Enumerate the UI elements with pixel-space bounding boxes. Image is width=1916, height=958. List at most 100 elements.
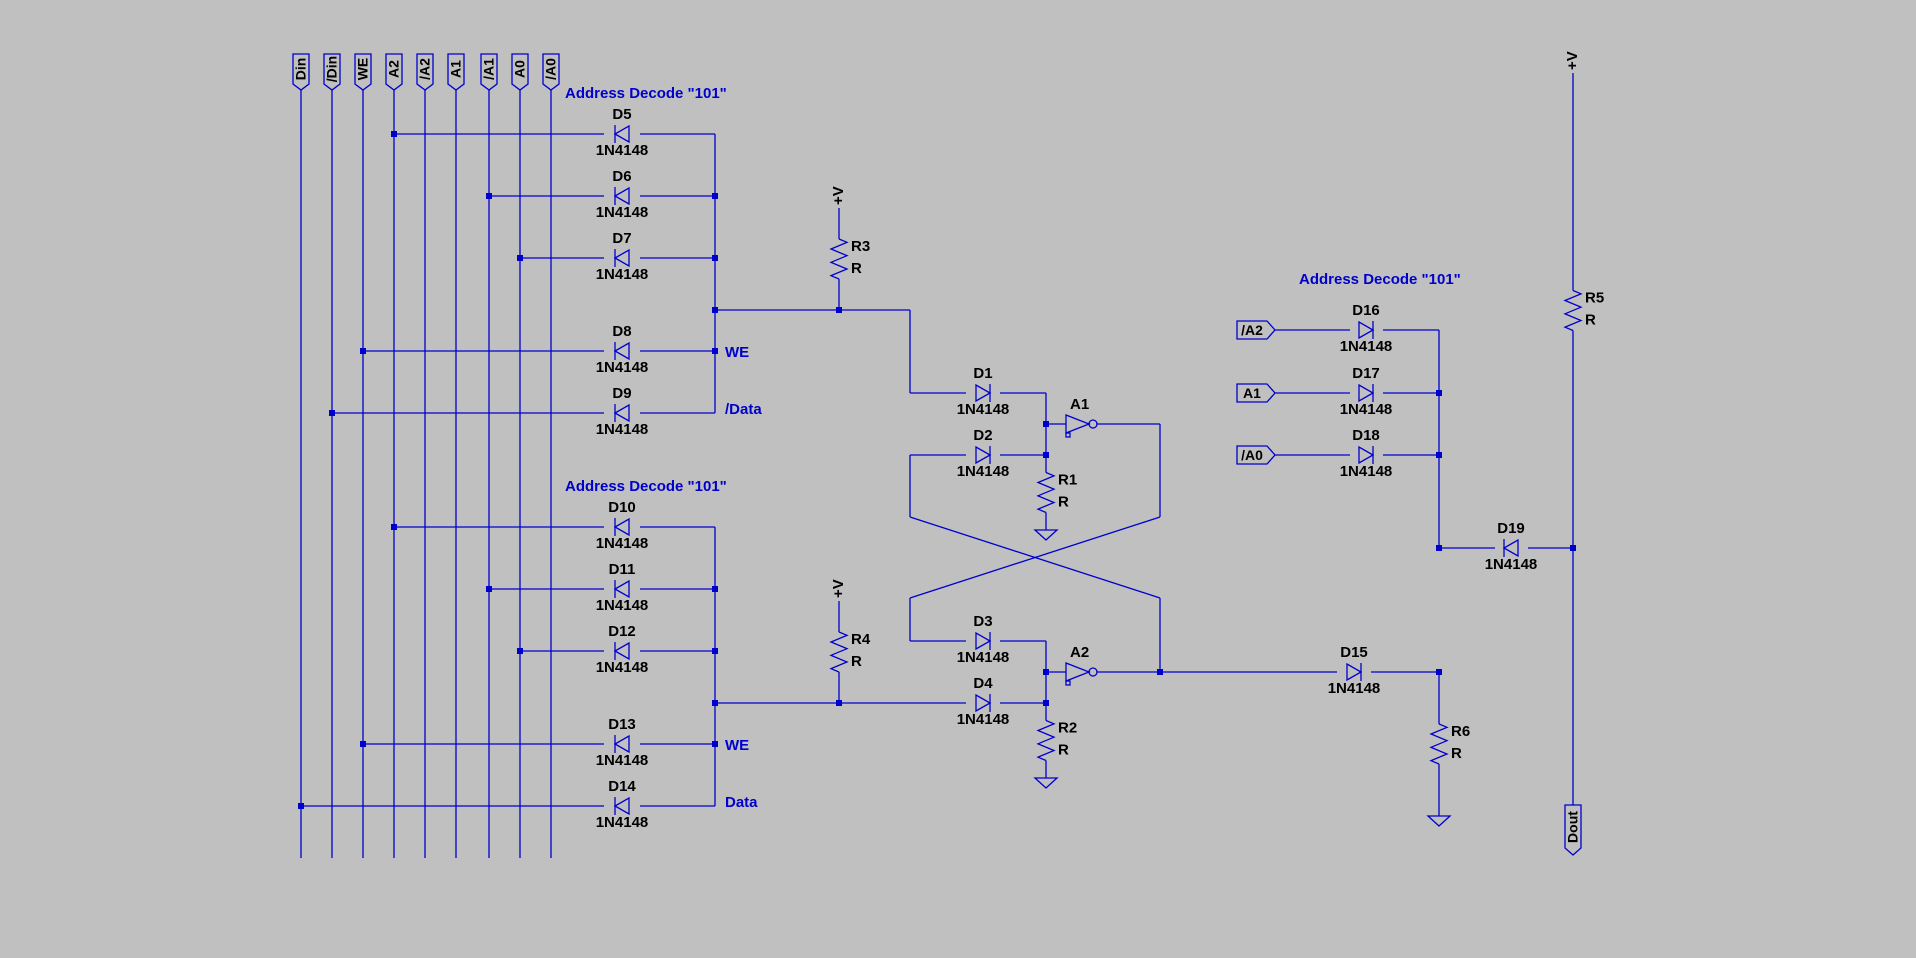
port-label: A1 xyxy=(1243,385,1261,401)
diode-ref: D14 xyxy=(608,778,636,795)
resistor-ref: R6 xyxy=(1451,723,1470,740)
diode-d14: D14 1N4148 xyxy=(596,778,649,831)
diode-ref: D11 xyxy=(609,561,636,578)
diode-ref: D16 xyxy=(1352,302,1380,319)
port-label: /A0 xyxy=(1241,447,1263,463)
resistor-r2: R2R xyxy=(1036,703,1077,778)
bus-port-na0: /A0 xyxy=(542,53,560,91)
diode-d2: D2 1N4148 xyxy=(957,427,1010,480)
diode-part: 1N4148 xyxy=(596,752,649,769)
resistor-r4: R4R xyxy=(829,601,871,703)
bus-port-a0: A0 xyxy=(511,53,529,91)
diode-ref: D3 xyxy=(973,613,992,630)
diode-part: 1N4148 xyxy=(957,649,1010,666)
diode-ref: D2 xyxy=(973,427,992,444)
bus-port-a1: A1 xyxy=(447,53,465,91)
diode-d3: D3 1N4148 xyxy=(957,613,1010,666)
diode-part: 1N4148 xyxy=(596,142,649,159)
port-label: /A2 xyxy=(1241,322,1263,338)
note-data-inv: /Data xyxy=(725,401,762,418)
resistor-ref: R4 xyxy=(851,631,871,648)
bus-port-label: /Din xyxy=(324,56,340,82)
diode-ref: D6 xyxy=(612,168,631,185)
bus-port-na2: /A2 xyxy=(416,53,434,91)
diode-ref: D10 xyxy=(608,499,636,516)
note-address-decode-right: Address Decode "101" xyxy=(1299,271,1461,288)
supply-vplus: +V xyxy=(1564,51,1581,70)
resistor-value: R xyxy=(1058,494,1069,511)
diode-d15: D15 1N4148 xyxy=(1328,644,1381,697)
output-port-label: Dout xyxy=(1565,811,1581,843)
resistor-ref: R1 xyxy=(1058,472,1077,489)
diode-part: 1N4148 xyxy=(596,814,649,831)
resistor-value: R xyxy=(1058,742,1069,759)
bus-port-label: A2 xyxy=(386,60,402,78)
diode-part: 1N4148 xyxy=(596,204,649,221)
resistor-value: R xyxy=(1451,745,1462,762)
bus-port-label: A0 xyxy=(512,60,528,78)
diode-ref: D9 xyxy=(612,385,631,402)
note-we-top: WE xyxy=(725,344,749,361)
diode-ref: D15 xyxy=(1340,644,1368,661)
diode-d12: D12 1N4148 xyxy=(596,623,649,676)
diode-ref: D12 xyxy=(608,623,636,640)
diode-d10: D10 1N4148 xyxy=(596,499,649,552)
diode-ref: D8 xyxy=(612,323,631,340)
bus-port-a2: A2 xyxy=(385,53,403,91)
diode-d8: D8 1N4148 xyxy=(596,323,649,376)
bus-port-label: /A0 xyxy=(543,58,559,80)
resistor-r5: R5R xyxy=(1563,73,1604,548)
wires xyxy=(298,90,1576,858)
diode-d11: D11 1N4148 xyxy=(596,561,649,614)
diode-part: 1N4148 xyxy=(596,535,649,552)
supply-label: +V xyxy=(1564,51,1581,70)
note-address-decode-top: Address Decode "101" xyxy=(565,85,727,102)
ground-symbol xyxy=(1033,777,1059,789)
input-port-na2: /A2 xyxy=(1236,320,1276,340)
inverter-ref: A1 xyxy=(1070,396,1089,413)
inverter-a2: A2 xyxy=(1065,644,1098,686)
diode-part: 1N4148 xyxy=(957,463,1010,480)
supply-label: +V xyxy=(830,579,847,598)
diode-ref: D18 xyxy=(1352,427,1380,444)
diode-ref: D19 xyxy=(1497,520,1525,537)
diode-part: 1N4148 xyxy=(1328,680,1381,697)
diode-ref: D5 xyxy=(612,106,631,123)
ground-symbol xyxy=(1426,815,1452,827)
bus-port-label: /A1 xyxy=(481,58,497,80)
diode-part: 1N4148 xyxy=(1340,463,1393,480)
resistor-r3: R3R xyxy=(829,208,870,310)
bus-port-label: A1 xyxy=(448,60,464,78)
diode-d5: D5 1N4148 xyxy=(596,106,649,159)
note-address-decode-bottom: Address Decode "101" xyxy=(565,478,727,495)
diode-part: 1N4148 xyxy=(596,597,649,614)
bus-port-label: /A2 xyxy=(417,58,433,80)
bus-port-label: Din xyxy=(293,58,309,81)
diode-ref: D4 xyxy=(973,675,993,692)
inverter-a1: A1 xyxy=(1065,396,1098,438)
supply-label: +V xyxy=(830,186,847,205)
diode-part: 1N4148 xyxy=(596,659,649,676)
diode-part: 1N4148 xyxy=(596,421,649,438)
supply-vplus: +V xyxy=(830,579,847,598)
resistor-value: R xyxy=(1585,312,1596,329)
diode-part: 1N4148 xyxy=(957,401,1010,418)
diode-ref: D7 xyxy=(612,230,631,247)
ground-symbol xyxy=(1033,529,1059,541)
input-port-na0: /A0 xyxy=(1236,445,1276,465)
note-we-bottom: WE xyxy=(725,737,749,754)
diode-part: 1N4148 xyxy=(596,359,649,376)
diode-d18: D18 1N4148 xyxy=(1340,427,1393,480)
note-data: Data xyxy=(725,794,758,811)
diode-part: 1N4148 xyxy=(596,266,649,283)
resistor-value: R xyxy=(851,653,862,670)
resistor-r6: R6R xyxy=(1429,672,1470,816)
supply-vplus: +V xyxy=(830,186,847,205)
